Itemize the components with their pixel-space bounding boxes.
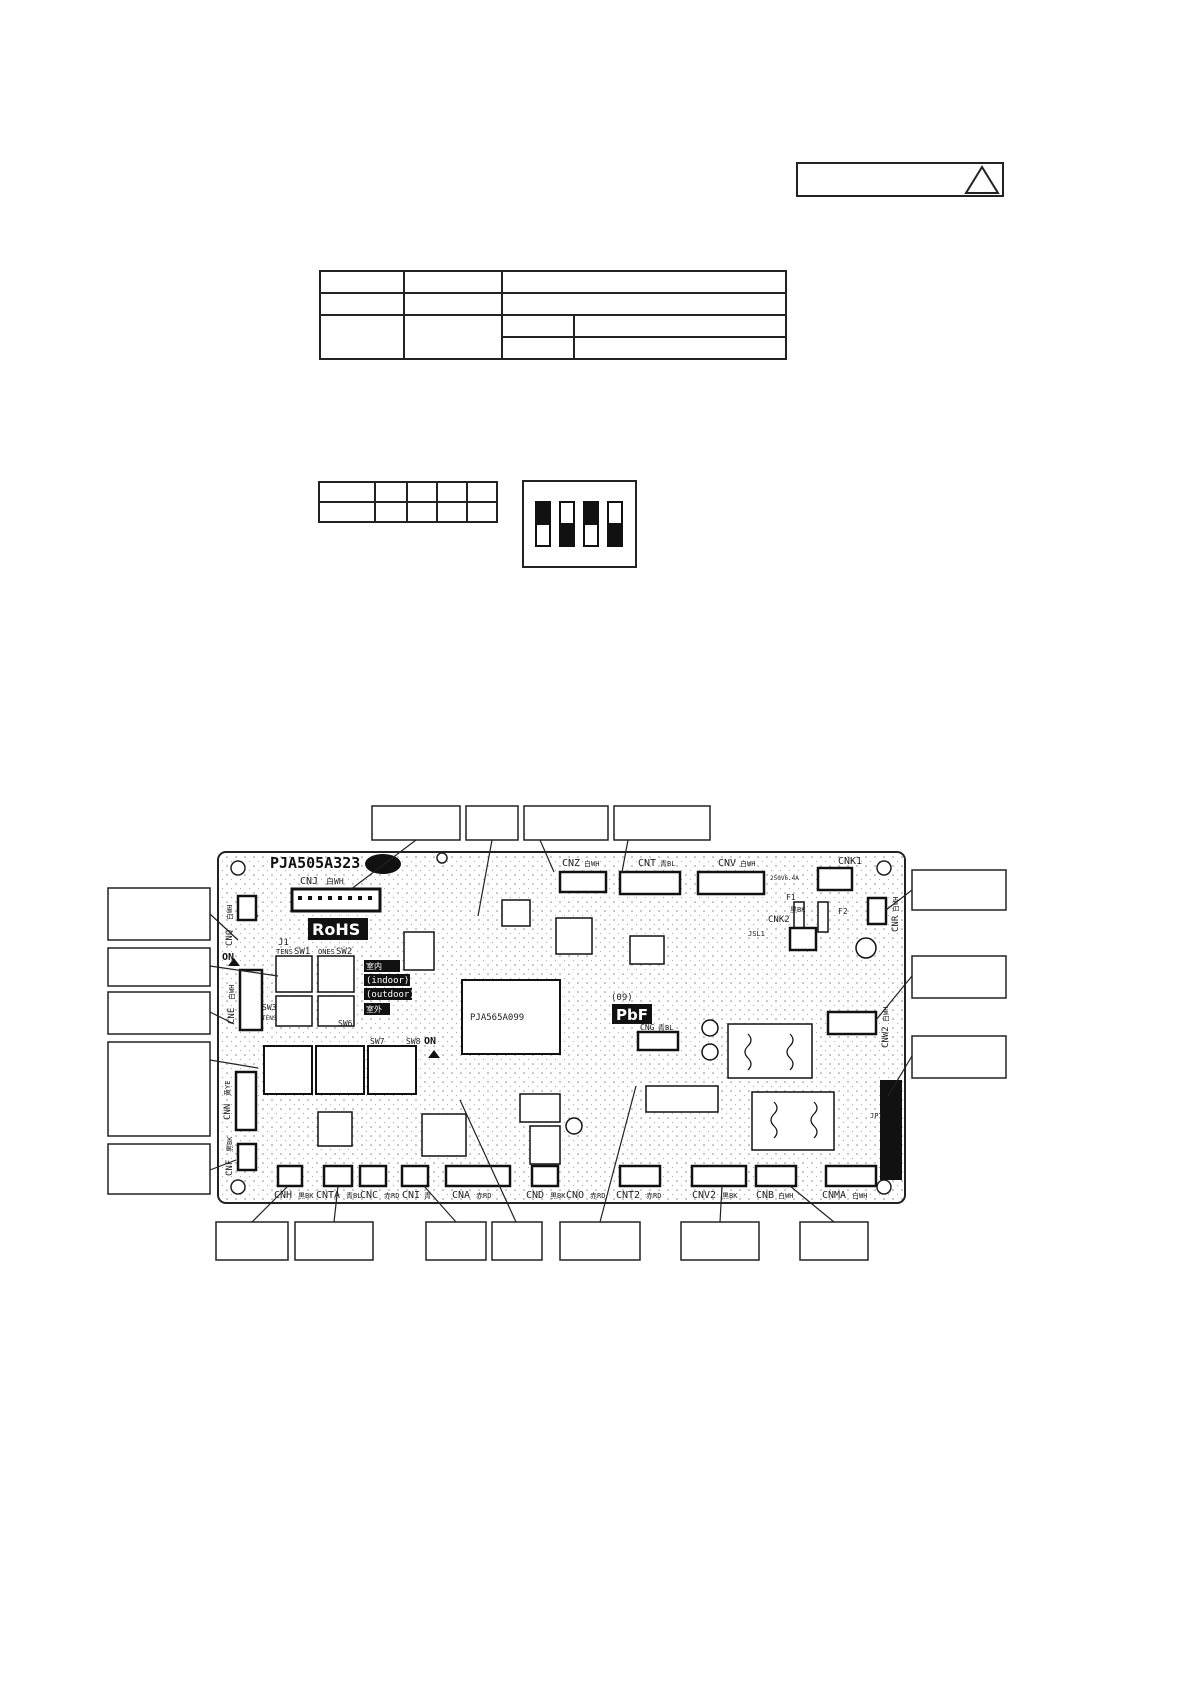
callout-boxes (107, 805, 1007, 1261)
sw2-label: SW2 (336, 947, 352, 957)
connector-label-cna: CNA (452, 1190, 470, 1201)
connector-color-cnd: 黒BK (550, 1192, 566, 1200)
table-row (319, 314, 787, 360)
main-ic (461, 979, 561, 1055)
kanji-indoor-tag: 室内 (366, 961, 382, 971)
pcb-board (217, 851, 906, 1204)
on-label-right: ON (424, 1036, 436, 1047)
fuse-f1-label: F1 (786, 893, 796, 902)
ones-label: ONES (318, 948, 335, 956)
fuse-rating: 250V6.4A (770, 875, 799, 882)
indoor-tag: (indoor) (366, 976, 409, 986)
sw5-label: SW5 (244, 911, 259, 920)
connector-label-cno: CNO (566, 1190, 584, 1201)
j1-label: J1 (278, 938, 289, 948)
sw3-label: SW3 (262, 1003, 277, 1012)
jsl1-label: JSL1 (748, 930, 765, 938)
connector-color-cnb: 白WH (778, 1191, 793, 1200)
connector-color-cnc: 赤RD (384, 1192, 399, 1200)
kanji-outdoor-tag: 室外 (366, 1004, 382, 1014)
connector-label-cne: CNE (227, 1008, 237, 1024)
connector-color-cnr: 白WH (891, 897, 900, 912)
pbf-mark: PbF (616, 1006, 648, 1024)
connector-color-cno: 赤RD (590, 1192, 605, 1200)
connector-label-cnr: CNR (891, 915, 901, 932)
connector-color-cnk2: 黒BK (790, 906, 806, 914)
connector-color-cnz: 白WH (584, 859, 599, 868)
table-row (318, 501, 498, 523)
connector-color-cne: 白WH (227, 985, 236, 1000)
connector-color-cng: 青BL (658, 1023, 673, 1032)
connector-color-cnn: 黄YE (223, 1081, 232, 1096)
connector-label-cnj: CNJ (300, 876, 318, 887)
connector-color-cnh: 黒BK (298, 1192, 314, 1200)
spec-table (319, 270, 787, 360)
connector-label-cnb: CNB (756, 1190, 774, 1201)
main-ic-label: PJA565A099 (470, 1013, 524, 1023)
connector-label-cng: CNG (640, 1023, 655, 1032)
outdoor-tag: (outdoor) (366, 990, 415, 1000)
connector-label-cnv2: CNV2 (692, 1190, 716, 1201)
connector-label-cnz: CNZ (562, 858, 580, 869)
connector-label-cnv: CNV (718, 858, 736, 869)
connector-label-cnt2: CNT2 (616, 1190, 640, 1201)
connector-label-cnta: CNTA (316, 1190, 340, 1201)
connector-color-cna: 赤RD (476, 1192, 491, 1200)
connector-label-cni: CNI (402, 1190, 420, 1201)
connector-color-cnw2: 白WH (881, 1007, 890, 1022)
connector-label-cnf: CNF (225, 1160, 235, 1176)
sw3-tens-label: TENS (262, 1015, 277, 1022)
connector-color-cnta: 青BL (346, 1191, 361, 1200)
switch-setting-table (318, 481, 498, 523)
board-part-number: PJA505A323 (270, 854, 360, 872)
table-row (319, 292, 787, 316)
table-row (319, 270, 787, 294)
connector-label-cnc: CNC (360, 1190, 378, 1201)
pbf-code: (09) (611, 993, 633, 1003)
connector-color-cnma: 白WH (852, 1191, 867, 1200)
table-row (318, 481, 498, 503)
connector-color-cnt2: 赤RD (646, 1192, 661, 1200)
connector-label-cnh: CNH (274, 1190, 292, 1201)
table-row (320, 336, 787, 360)
leader-lines (209, 839, 913, 1223)
mounting-holes (230, 852, 892, 1195)
sw8-label: SW8 (406, 1037, 421, 1046)
connector-color-cnv: 白WH (740, 859, 755, 868)
connector-label-cnd: CND (526, 1190, 544, 1201)
connector-color-cnj: 白WH (326, 876, 344, 886)
connector-label-cnw2: CNW2 (881, 1026, 891, 1048)
connector-label-cnn: CNN (223, 1104, 233, 1120)
rohs-mark: RoHS (312, 920, 360, 939)
connector-color-cnt: 青BL (660, 859, 675, 868)
warning-triangle-icon (964, 165, 1000, 194)
sw6-label: SW6 (338, 1019, 353, 1028)
jp1-label: JP1 (870, 1112, 883, 1120)
connector-label-cnt: CNT (638, 858, 656, 869)
sw1-label: SW1 (294, 947, 310, 957)
tens-label: TENS (276, 948, 293, 956)
connector-color-cnq: 白WH (225, 905, 234, 920)
connector-color-cnf: 黒BK (226, 1136, 234, 1152)
on-label-left: ON (222, 952, 234, 963)
fuse-f2-label: F2 (838, 907, 848, 916)
connector-label-cnk1: CNK1 (838, 856, 862, 867)
connector-label-cnk2: CNK2 (768, 915, 790, 925)
connector-color-cnv2: 黒BK (722, 1192, 738, 1200)
dip-switch-illustration (522, 480, 637, 568)
connector-color-cni: 青 (424, 1191, 431, 1200)
sw7-label: SW7 (370, 1037, 385, 1046)
warning-box (796, 162, 1004, 197)
connector-label-cnq: CNQ (225, 930, 235, 946)
connector-label-cnma: CNMA (822, 1190, 846, 1201)
dip-switch-icon (535, 501, 623, 547)
